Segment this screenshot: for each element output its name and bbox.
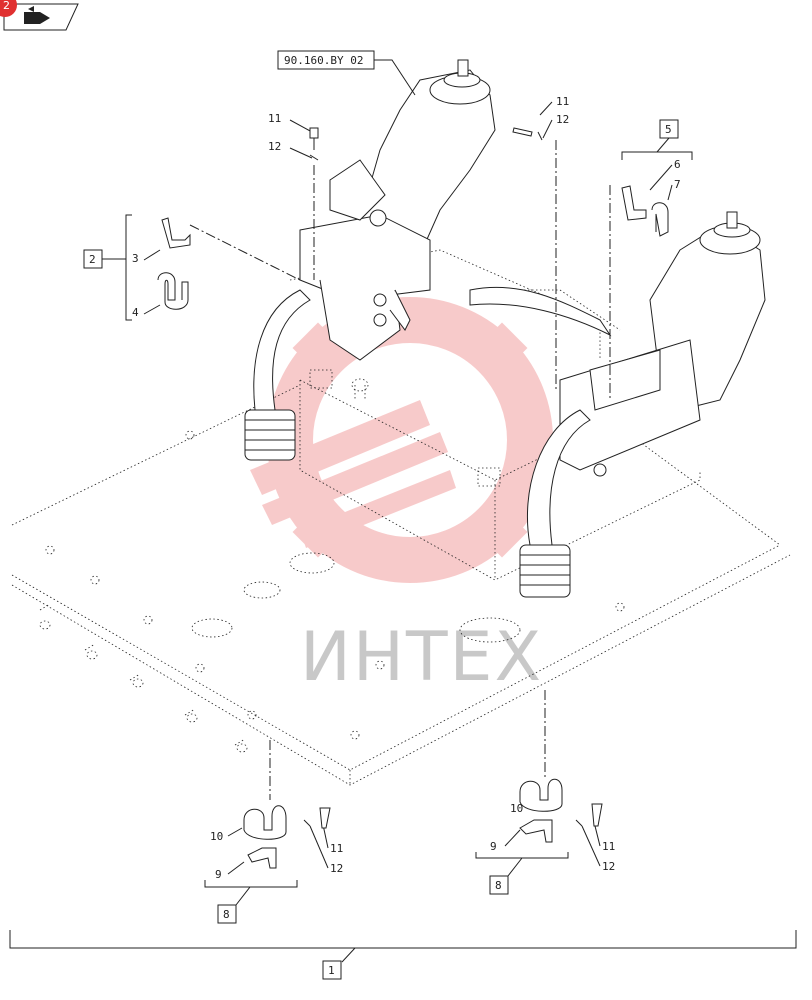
callout-10: 10 (510, 802, 523, 815)
callout-10: 10 (210, 830, 223, 843)
callout-group-1: 1 (9, 930, 797, 980)
right-bellows (519, 409, 591, 598)
callout-8: 8 (223, 908, 230, 921)
watermark-text: ИНТЕХ (300, 618, 543, 697)
callout-9: 9 (215, 868, 222, 881)
u-clamp-icon (157, 272, 189, 310)
watermark-logo (250, 297, 553, 583)
callout-9: 9 (490, 840, 497, 853)
right-joystick-assembly (559, 211, 766, 477)
u-clamp-icon (519, 778, 563, 812)
callout-3: 3 (132, 252, 139, 265)
callout-4: 4 (132, 306, 139, 319)
callout-group-5: 5 6 7 (609, 119, 693, 400)
callout-5: 5 (665, 123, 672, 136)
reference-box[interactable]: 90.160.BY 02 (277, 50, 416, 96)
washer-icon (309, 154, 319, 161)
u-clamp-icon (243, 805, 287, 840)
callout-12: 12 (330, 862, 343, 875)
screw-icon (309, 127, 319, 139)
edge-pins (39, 603, 248, 753)
screw-icon (319, 807, 331, 829)
screw-icon (591, 803, 603, 827)
callout-1: 1 (328, 964, 335, 977)
page-badge: 2 (0, 0, 17, 17)
left-joystick-assembly (299, 59, 496, 361)
callout-11-12-top-right: 11 12 (512, 95, 569, 390)
bracket-icon (519, 819, 553, 843)
bracket-icon (621, 185, 647, 221)
callout-11: 11 (330, 842, 343, 855)
callout-group-2: 2 3 4 (83, 214, 301, 321)
callout-6: 6 (674, 158, 681, 171)
book-arrow-icon (24, 6, 50, 24)
floor-plate (11, 384, 791, 786)
callout-group-8-right: 10 9 11 12 8 (475, 690, 615, 895)
callout-12: 12 (268, 140, 281, 153)
callout-11: 11 (556, 95, 569, 108)
callout-12: 12 (556, 113, 569, 126)
callout-8: 8 (495, 879, 502, 892)
callout-7: 7 (674, 178, 681, 191)
reference-label: 90.160.BY 02 (284, 54, 363, 67)
screw-icon (512, 127, 533, 137)
bracket-icon (247, 847, 277, 869)
u-clamp-icon (651, 202, 669, 237)
badge-number: 2 (3, 0, 10, 12)
callout-12: 12 (602, 860, 615, 873)
callout-11: 11 (268, 112, 281, 125)
left-bellows (244, 289, 311, 461)
callout-group-8-left: 10 9 11 12 8 (204, 740, 343, 924)
callout-11: 11 (602, 840, 615, 853)
washer-icon (575, 819, 583, 827)
bracket-icon (161, 217, 191, 249)
callout-11-12-top-left: 11 12 (268, 112, 319, 280)
washer-icon (303, 819, 311, 827)
washer-icon (537, 131, 543, 141)
callout-2: 2 (89, 253, 96, 266)
header-tab[interactable] (3, 3, 79, 31)
